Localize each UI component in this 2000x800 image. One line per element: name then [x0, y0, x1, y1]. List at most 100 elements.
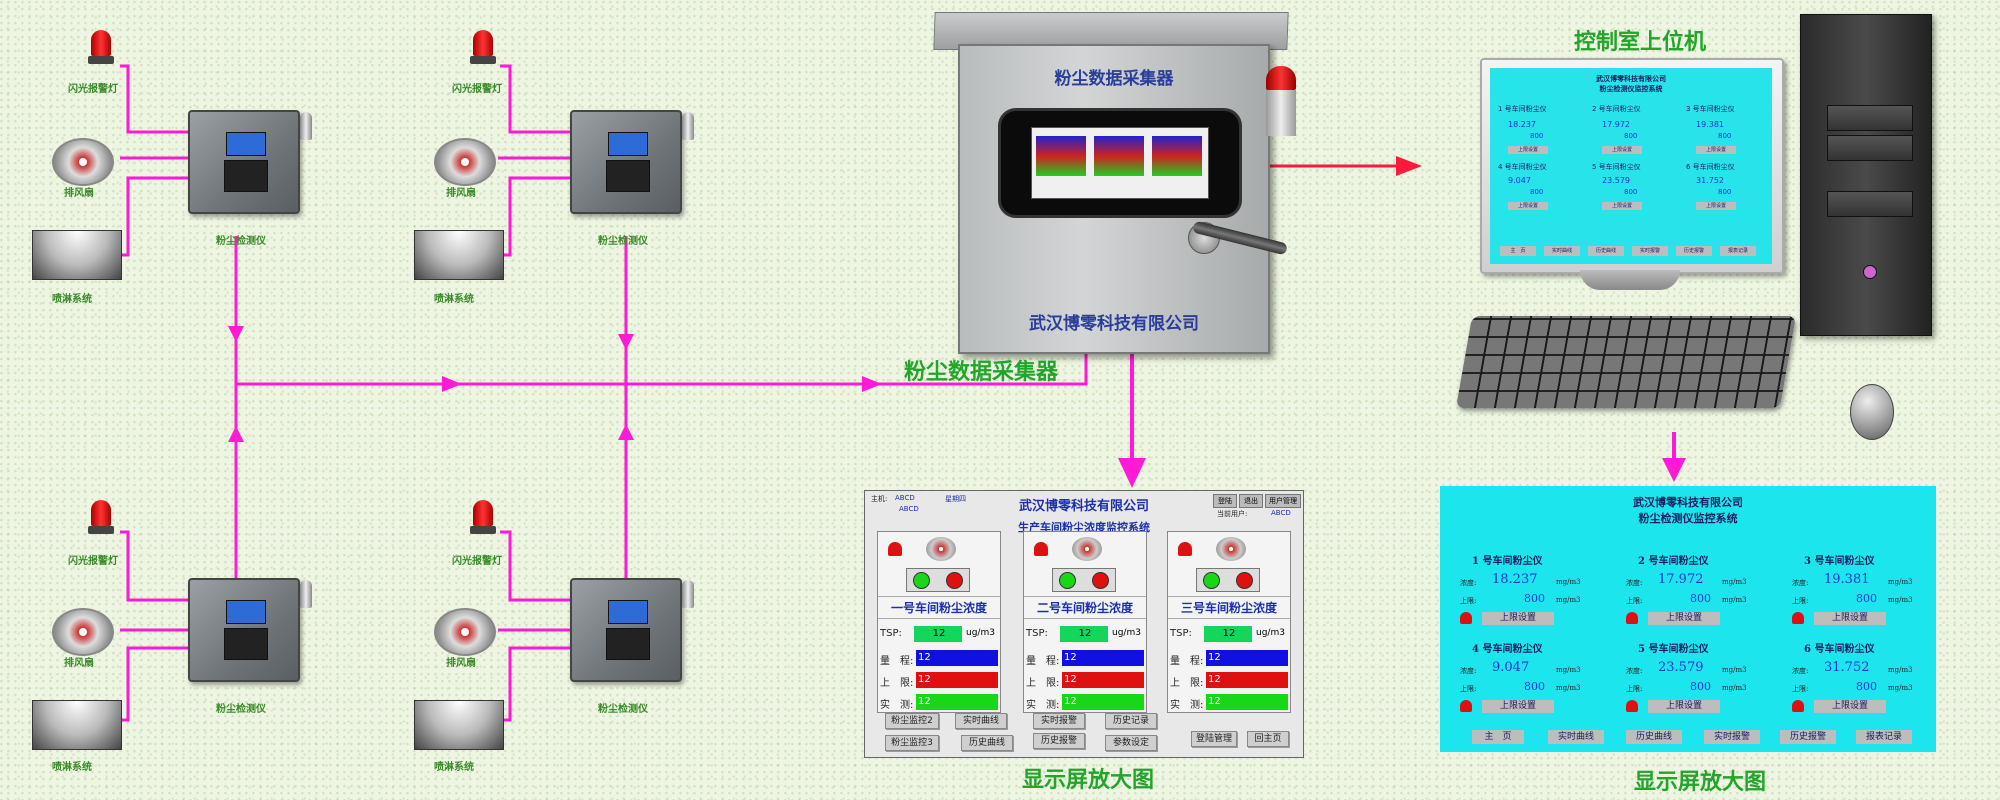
tsp-unit: ug/m3	[1256, 628, 1285, 638]
nav-report-button[interactable]: 报表记录	[1856, 730, 1912, 744]
upper-label: 上 限:	[1170, 678, 1204, 689]
mini-nav-realtime-curve[interactable]: 实时曲线	[1544, 246, 1580, 256]
mini-nav-home[interactable]: 主 页	[1500, 246, 1536, 256]
alarm-light-label: 闪光报警灯	[452, 84, 502, 95]
monitor2-button[interactable]: 粉尘监控2	[885, 713, 939, 729]
actual-label: 实 测:	[1026, 700, 1060, 711]
dust-detector-device	[188, 110, 312, 214]
mini-nav-history-alarm[interactable]: 历史报警	[1676, 246, 1712, 256]
limit-set-button[interactable]: 上限设置	[1814, 612, 1886, 625]
limit-set-button[interactable]: 上限设置	[1648, 700, 1720, 713]
card-title: 三号车间粉尘浓度	[1168, 596, 1290, 619]
realtime-curve-button[interactable]: 实时曲线	[955, 713, 1007, 729]
mini-set-6[interactable]: 上限设置	[1696, 202, 1736, 210]
cabinet-window	[998, 108, 1242, 218]
upper-value: 12	[916, 672, 998, 688]
power-button-icon	[1863, 265, 1877, 279]
mini-set-3[interactable]: 上限设置	[1696, 146, 1736, 154]
nav-realtime-curve-button[interactable]: 实时曲线	[1548, 730, 1604, 744]
host-value: ABCD	[895, 494, 915, 502]
mini-set-5[interactable]: 上限设置	[1602, 202, 1642, 210]
nav-history-curve-button[interactable]: 历史曲线	[1626, 730, 1682, 744]
mini-nav-realtime-alarm[interactable]: 实时报警	[1632, 246, 1668, 256]
login-top-button[interactable]: 登陆	[1213, 494, 1237, 508]
mini-limit-3: 800	[1718, 132, 1732, 140]
conc-unit: mg/m3	[1722, 666, 1747, 674]
mini-set-4[interactable]: 上限设置	[1508, 202, 1548, 210]
login-mgmt-button[interactable]: 登陆管理	[1191, 731, 1237, 747]
alarm-icon	[1034, 542, 1048, 556]
realtime-alarm-button[interactable]: 实时报警	[1033, 713, 1085, 729]
limit-set-button[interactable]: 上限设置	[1482, 700, 1554, 713]
sensor-cell-3: 3 号车间粉尘仪 浓度: 19.381 mg/m3 上限: 800 mg/m3 …	[1792, 552, 1942, 636]
current-user-value: ABCD	[1271, 509, 1291, 517]
mini-nav-report[interactable]: 报表记录	[1720, 246, 1756, 256]
feed-line	[500, 530, 570, 602]
limit-set-button[interactable]: 上限设置	[1482, 612, 1554, 625]
mini-value-3: 19.381	[1696, 120, 1724, 129]
tsp-unit: ug/m3	[966, 628, 995, 638]
alarm-bell-icon	[1626, 700, 1638, 712]
conc-unit: mg/m3	[1556, 666, 1581, 674]
sensor-name: 2 号车间粉尘仪	[1638, 556, 1709, 567]
mini-set-2[interactable]: 上限设置	[1602, 146, 1642, 154]
switch-control[interactable]	[1196, 568, 1260, 592]
range-label: 量 程:	[1170, 656, 1204, 667]
monitor-stand	[1580, 270, 1680, 290]
dust-detector-device	[188, 578, 312, 682]
conc-value: 19.381	[1824, 572, 1870, 587]
mouse	[1850, 384, 1894, 440]
limit-label: 上限:	[1460, 685, 1477, 693]
logout-top-button[interactable]: 退出	[1239, 494, 1263, 508]
upper-value: 12	[1206, 672, 1288, 688]
tsp-value: 12	[1060, 626, 1108, 642]
mini-nav-history-curve[interactable]: 历史曲线	[1588, 246, 1624, 256]
pc-monitor: 武汉博零科技有限公司 粉尘检测仪监控系统 1 号车间粉尘仪 2 号车间粉尘仪 3…	[1480, 58, 1784, 274]
feed-line	[120, 64, 188, 134]
limit-value: 800	[1856, 592, 1877, 605]
limit-set-button[interactable]: 上限设置	[1648, 612, 1720, 625]
card-title: 一号车间粉尘浓度	[878, 596, 1000, 619]
home-button[interactable]: 回主页	[1247, 731, 1289, 747]
limit-label: 上限:	[1792, 685, 1809, 693]
limit-set-button[interactable]: 上限设置	[1814, 700, 1886, 713]
history-curve-button[interactable]: 历史曲线	[961, 735, 1013, 751]
dust-detector-label: 粉尘检测仪	[598, 236, 648, 247]
switch-control[interactable]	[906, 568, 970, 592]
mini-cell-6: 6 号车间粉尘仪	[1686, 163, 1735, 171]
actual-label: 实 测:	[880, 700, 914, 711]
alarm-bell-icon	[1792, 612, 1804, 624]
alarm-icon	[888, 542, 902, 556]
dust-detector-device	[570, 110, 694, 214]
pc-screen-zoom: 武汉博零科技有限公司 粉尘检测仪监控系统 1 号车间粉尘仪 浓度: 18.237…	[1440, 486, 1936, 752]
feed-line	[120, 176, 188, 257]
user-mgmt-top-button[interactable]: 用户管理	[1265, 494, 1301, 508]
nav-history-alarm-button[interactable]: 历史报警	[1780, 730, 1836, 744]
conc-label: 浓度:	[1460, 667, 1477, 675]
dust-detector-label: 粉尘检测仪	[216, 704, 266, 715]
nav-realtime-alarm-button[interactable]: 实时报警	[1704, 730, 1760, 744]
control-room-pc-label: 控制室上位机	[1574, 30, 1707, 55]
alarm-light-label: 闪光报警灯	[452, 556, 502, 567]
exhaust-fan-icon	[52, 138, 114, 186]
fan-icon	[926, 537, 956, 561]
switch-control[interactable]	[1052, 568, 1116, 592]
history-alarm-button[interactable]: 历史报警	[1033, 733, 1085, 749]
sensor-name: 3 号车间粉尘仪	[1804, 556, 1875, 567]
conc-label: 浓度:	[1626, 667, 1643, 675]
spray-system-label: 喷淋系统	[434, 762, 474, 773]
alarm-light-label: 闪光报警灯	[68, 84, 118, 95]
exhaust-fan-label: 排风扇	[64, 188, 94, 199]
range-value: 12	[916, 650, 998, 666]
nav-home-button[interactable]: 主 页	[1472, 730, 1524, 744]
limit-value: 800	[1524, 680, 1545, 693]
mini-system: 粉尘检测仪监控系统	[1599, 85, 1663, 93]
history-record-button[interactable]: 历史记录	[1105, 713, 1157, 729]
mini-value-6: 31.752	[1696, 176, 1724, 185]
dust-detector-device	[570, 578, 694, 682]
monitor3-button[interactable]: 粉尘监控3	[885, 735, 939, 751]
mini-set-1[interactable]: 上限设置	[1508, 146, 1548, 154]
param-setting-button[interactable]: 参数设定	[1105, 735, 1157, 751]
